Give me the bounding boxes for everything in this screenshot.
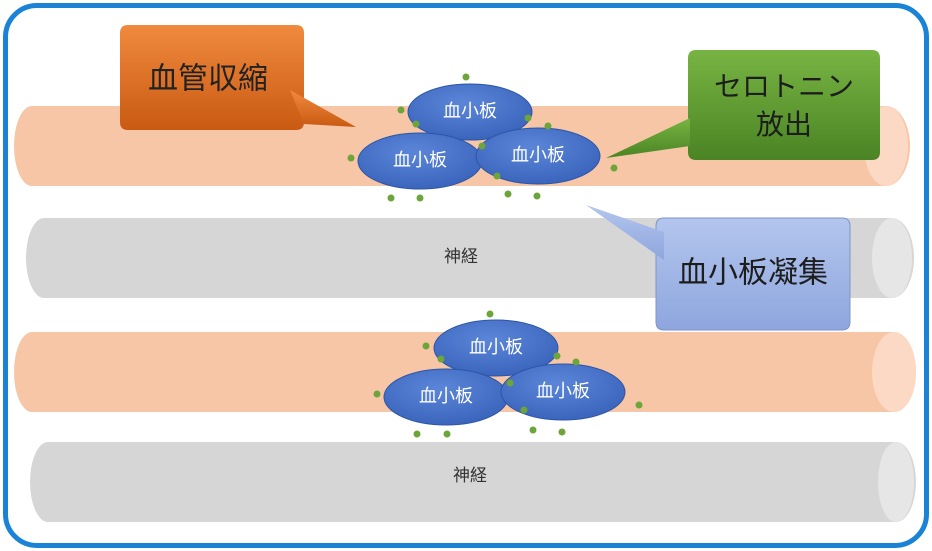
serotonin-dots-bottom [373, 310, 643, 438]
serotonin-dot-icon [544, 122, 552, 130]
platelet-label: 血小板 [419, 386, 473, 407]
serotonin-dot-icon [506, 379, 514, 387]
serotonin-dot-icon [610, 164, 618, 172]
aggregation-label: 血小板凝集 [678, 256, 828, 291]
serotonin-dot-icon [387, 194, 395, 202]
platelet-icon [407, 83, 533, 141]
nerve-bottom [30, 442, 916, 522]
serotonin-dot-icon [413, 430, 421, 438]
serotonin-dot-icon [504, 190, 512, 198]
serotonin-dot-icon [558, 428, 566, 436]
serotonin-dot-icon [486, 310, 494, 318]
serotonin-dots-top [347, 73, 618, 202]
platelet-icon [475, 127, 601, 185]
serotonin-dot-icon [478, 142, 486, 150]
platelet-label: 血小板 [393, 150, 447, 171]
serotonin-dot-icon [520, 406, 528, 414]
platelet-cluster-bottom [383, 319, 626, 426]
vasoconstriction-label: 血管収縮 [148, 62, 268, 97]
serotonin-dot-icon [553, 352, 561, 360]
platelet-label: 血小板 [469, 337, 523, 358]
nerve-label-top: 神経 [444, 247, 478, 267]
platelet-label: 血小板 [443, 101, 497, 122]
callout-platelet-aggregation [586, 205, 851, 331]
platelet-cluster-top [357, 83, 601, 190]
serotonin-dot-icon [443, 430, 451, 438]
callout-vasoconstriction [120, 25, 356, 130]
serotonin-dot-icon [416, 194, 424, 202]
serotonin-dot-icon [397, 106, 405, 114]
serotonin-dot-icon [533, 192, 541, 200]
serotonin-dot-icon [493, 172, 501, 180]
serotonin-dot-icon [462, 73, 470, 81]
serotonin-dot-icon [422, 342, 430, 350]
serotonin-label-line1: セロトニン [714, 70, 854, 103]
platelet-icon [433, 319, 559, 377]
serotonin-dot-icon [529, 426, 537, 434]
serotonin-dot-icon [572, 358, 580, 366]
nerve-label-bottom: 神経 [453, 466, 487, 486]
serotonin-dot-icon [635, 401, 643, 409]
serotonin-dot-icon [347, 154, 355, 162]
serotonin-label-line2: 放出 [756, 108, 812, 141]
serotonin-dot-icon [373, 390, 381, 398]
serotonin-dot-icon [524, 114, 532, 122]
platelet-label: 血小板 [511, 145, 565, 166]
serotonin-dot-icon [412, 120, 420, 128]
platelet-label: 血小板 [536, 381, 590, 402]
callout-serotonin-release [606, 50, 880, 160]
serotonin-dot-icon [437, 355, 445, 363]
platelet-icon [500, 363, 626, 421]
